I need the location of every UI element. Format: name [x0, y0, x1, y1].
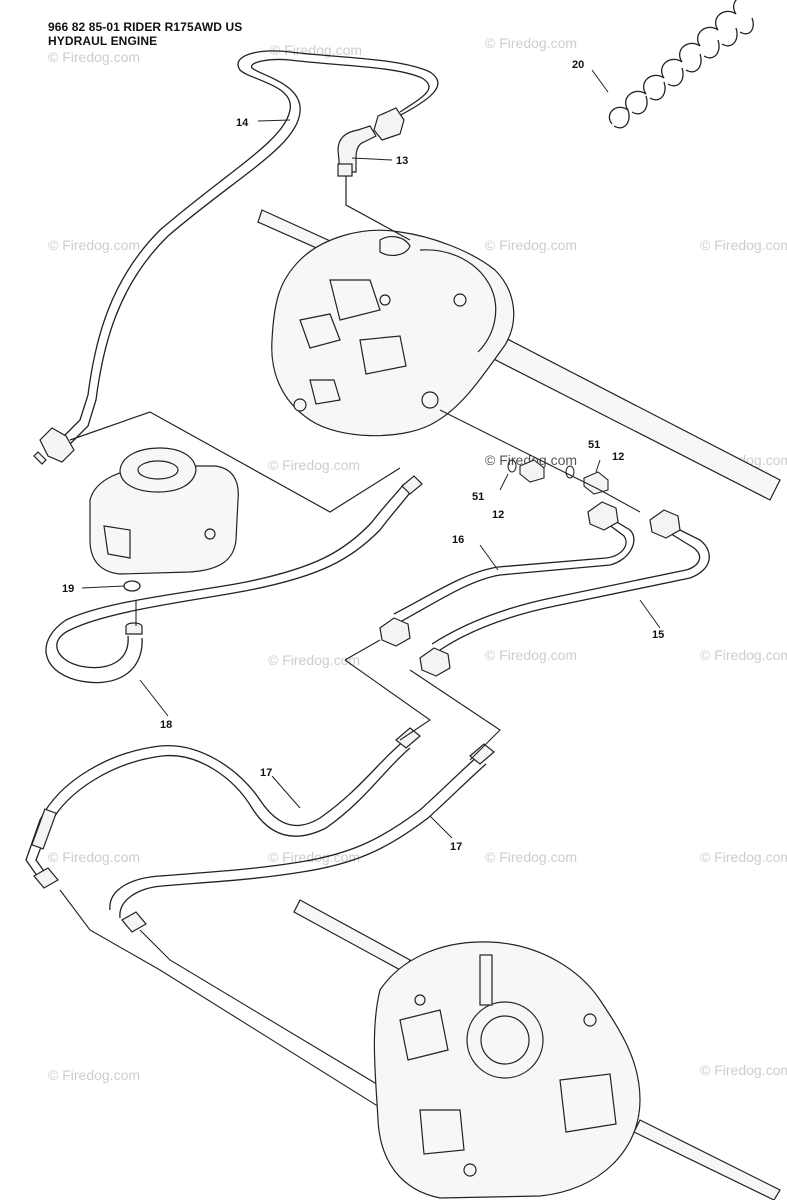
watermark: © Firedog.com [700, 647, 787, 663]
leader-transaxle-fittings [439, 409, 641, 513]
watermark: © Firedog.com [485, 647, 577, 663]
hose-17-fittings [31, 727, 495, 933]
callout-17-lower: 17 [450, 841, 462, 853]
callout-16: 16 [452, 534, 464, 546]
diagram-title: HYDRAUL ENGINE [48, 34, 158, 48]
diagram-part-number: 966 82 85-01 RIDER R175AWD US [48, 20, 243, 34]
watermark-layer: © Firedog.com © Firedog.com © Firedog.co… [48, 35, 787, 1083]
lower-transaxle [293, 899, 781, 1200]
watermark: © Firedog.com [48, 49, 140, 65]
callout-leaders [81, 69, 661, 839]
oil-reservoir [89, 447, 239, 575]
watermark: © Firedog.com [48, 849, 140, 865]
hose-18 [45, 483, 413, 684]
watermark: © Firedog.com [270, 42, 362, 58]
pipe-15 [431, 519, 710, 651]
fittings-51-12 [507, 459, 609, 495]
watermark: © Firedog.com [485, 849, 577, 865]
watermark: © Firedog.com [485, 35, 577, 51]
watermark: © Firedog.com [485, 237, 577, 253]
nut-hose-14-bottom [33, 427, 75, 465]
watermark: © Firedog.com [268, 849, 360, 865]
hose-18-fittings [125, 475, 423, 635]
callout-19: 19 [62, 583, 74, 595]
leader-lower-transaxle [59, 889, 421, 1121]
pipe-16 [393, 511, 635, 623]
leader-13 [345, 176, 411, 241]
watermark: © Firedog.com [700, 237, 787, 253]
watermark: © Firedog.com [268, 652, 360, 668]
callout-20: 20 [572, 59, 584, 71]
callout-12-left: 12 [492, 509, 504, 521]
callout-15: 15 [652, 629, 664, 641]
callout-51-right: 51 [588, 439, 600, 451]
leader-hoses-17 [344, 639, 501, 761]
callout-14: 14 [236, 117, 249, 129]
spring-part [608, 0, 754, 129]
o-ring-19 [123, 580, 141, 592]
watermark: © Firedog.com [700, 849, 787, 865]
leader-reservoir [69, 411, 401, 513]
callout-17-upper: 17 [260, 767, 272, 779]
upper-transaxle [257, 209, 781, 501]
callout-18: 18 [160, 719, 172, 731]
callout-51-left: 51 [472, 491, 484, 503]
hose-14 [59, 50, 439, 447]
pipe-nuts [379, 501, 681, 677]
callout-12-right: 12 [612, 451, 624, 463]
watermark: © Firedog.com [268, 457, 360, 473]
elbow-fitting-13 [337, 125, 377, 177]
hose-17-a [25, 739, 411, 881]
watermark: © Firedog.com [48, 237, 140, 253]
watermark: © Firedog.com [48, 1067, 140, 1083]
nut-hose-14-top [373, 107, 405, 141]
callout-13: 13 [396, 155, 408, 167]
hose-17-b [109, 755, 487, 919]
watermark: © Firedog.com [700, 1062, 787, 1078]
